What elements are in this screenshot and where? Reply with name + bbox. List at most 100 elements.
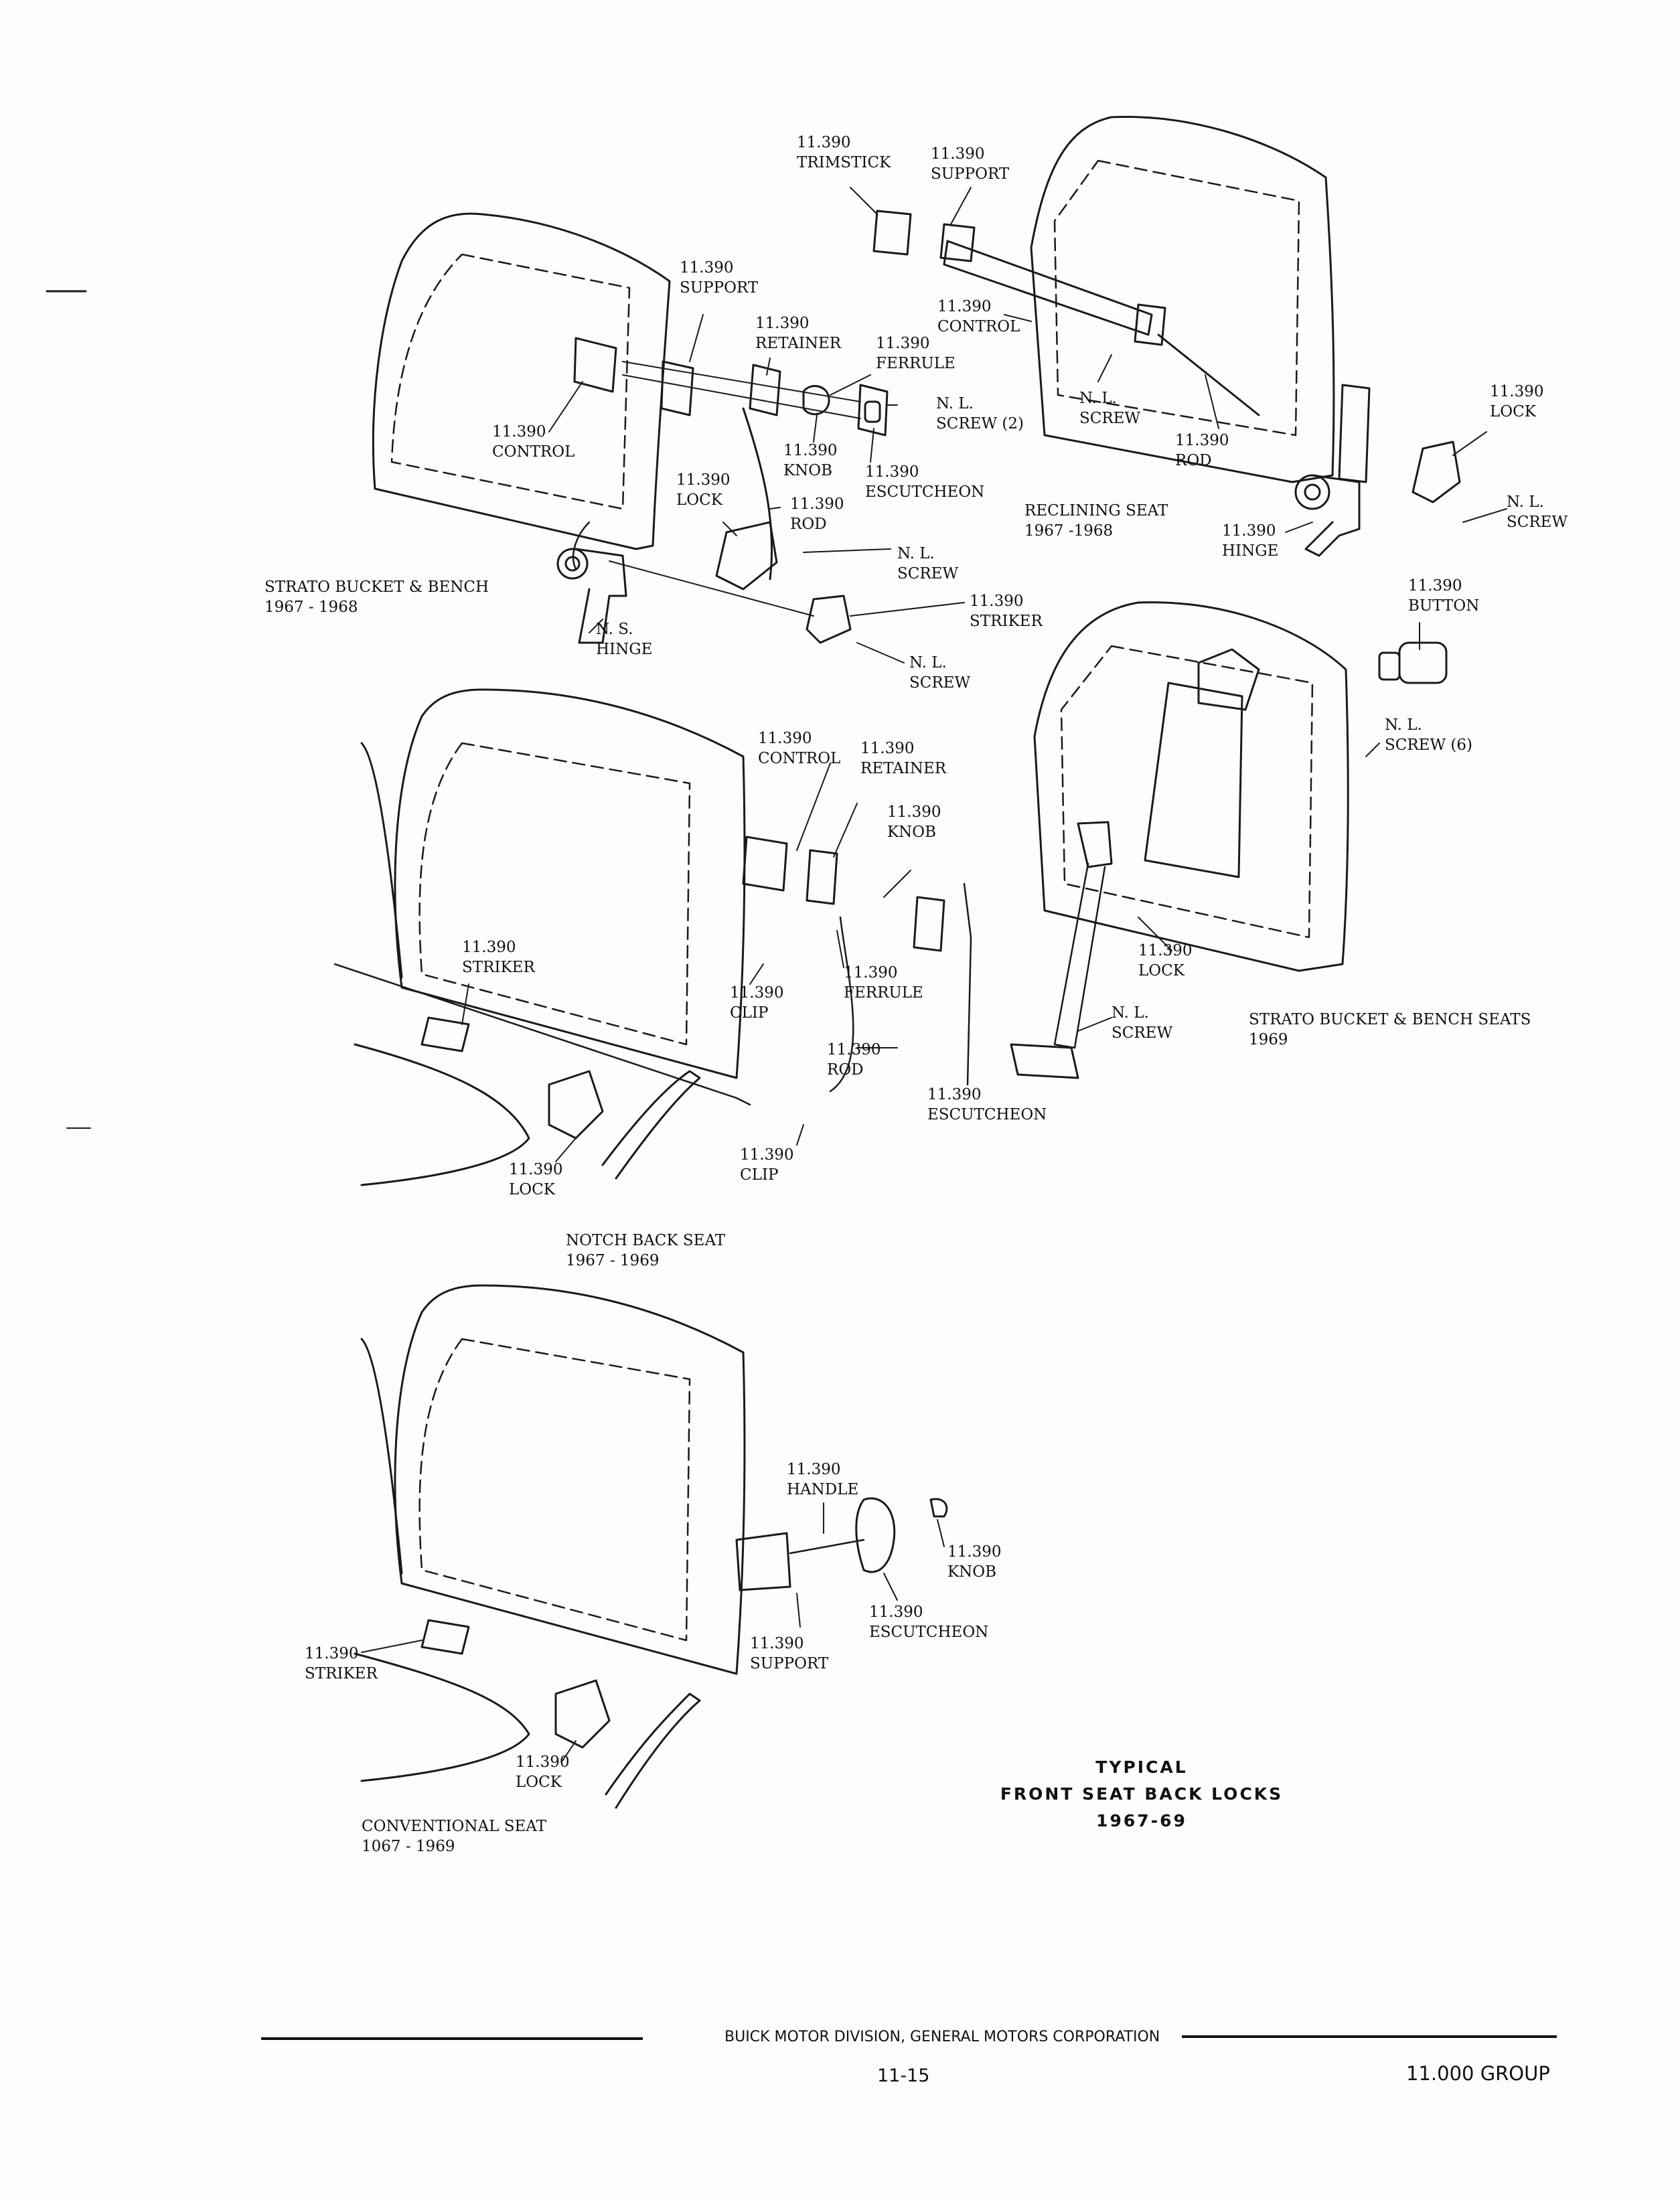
label-ns-hinge: N. S. HINGE xyxy=(596,619,652,659)
part-name: ROD xyxy=(790,516,827,533)
part-name: KNOB xyxy=(783,462,833,479)
part-number: 11.390 xyxy=(305,1645,359,1662)
part-name: FERRULE xyxy=(876,355,956,372)
reclining-seat-back xyxy=(1030,116,1335,483)
part-name: CLIP xyxy=(740,1166,779,1184)
caption-years: 1969 xyxy=(1249,1031,1288,1048)
part-name: LOCK xyxy=(676,491,722,509)
part-name: RETAINER xyxy=(755,335,842,352)
part-number: N. L. xyxy=(936,395,974,412)
caption-title: RECLINING SEAT xyxy=(1024,502,1168,520)
part-name: FERRULE xyxy=(844,984,923,1002)
part-number: 11.390 xyxy=(758,730,812,747)
part-number: 11.390 xyxy=(730,984,784,1002)
part-number: N. S. xyxy=(596,621,633,638)
footer-group: 11.000 GROUP xyxy=(1406,2062,1550,2085)
part-number: 11.390 xyxy=(1490,383,1544,400)
part-number: N. L. xyxy=(909,654,947,672)
part-name: ESCUTCHEON xyxy=(927,1106,1047,1123)
heading-line-2: FRONT SEAT BACK LOCKS xyxy=(1000,1784,1284,1804)
part-number: 11.390 xyxy=(937,298,992,315)
caption-years: 1967 -1968 xyxy=(1024,522,1114,540)
caption-reclining-seat: RECLINING SEAT 1967 -1968 xyxy=(1024,501,1168,541)
part-number: 11.390 xyxy=(1408,577,1462,595)
part-name: BUTTON xyxy=(1408,597,1480,615)
part-number: 11.390 xyxy=(947,1543,1002,1561)
part-number: N. L. xyxy=(1385,716,1422,734)
part-name: CONTROL xyxy=(937,318,1020,335)
part-number: 11.390 xyxy=(865,463,919,481)
label-nl-screw2-strato: N. L. SCREW (2) xyxy=(936,394,1024,434)
part-number: 11.390 xyxy=(680,259,734,277)
conventional-seat xyxy=(354,1284,948,1809)
part-name: KNOB xyxy=(887,823,937,841)
footer-page-number: 11-15 xyxy=(877,2065,930,2086)
part-number: 11.390 xyxy=(755,315,810,332)
part-number: 11.390 xyxy=(462,939,516,956)
heading-line-3: 1967-69 xyxy=(1096,1811,1187,1830)
part-number: 11.390 xyxy=(1138,942,1193,959)
part-number: N. L. xyxy=(1112,1004,1149,1022)
part-number: 11.390 xyxy=(492,423,546,441)
caption-strato-bucket-bench: STRATO BUCKET & BENCH 1967 - 1968 xyxy=(264,577,489,617)
reclining-mechanism xyxy=(872,210,1461,557)
part-name: CLIP xyxy=(730,1004,769,1022)
part-number: 11.390 xyxy=(931,145,985,163)
caption-title: STRATO BUCKET & BENCH xyxy=(264,578,489,596)
part-number: 11.390 xyxy=(927,1086,982,1103)
part-name: SUPPORT xyxy=(750,1655,829,1672)
part-number: 11.390 xyxy=(827,1041,881,1058)
part-name: LOCK xyxy=(509,1181,555,1198)
part-name: HINGE xyxy=(596,641,653,658)
part-name: ESCUTCHEON xyxy=(865,483,985,501)
part-name: LOCK xyxy=(1138,962,1185,979)
notch-back-seat xyxy=(333,688,972,1186)
part-number: 11.390 xyxy=(887,803,941,821)
part-name: SCREW (2) xyxy=(936,415,1024,432)
caption-years: 1067 - 1969 xyxy=(362,1838,455,1855)
part-number: 11.390 xyxy=(860,740,915,757)
footer-rule-left xyxy=(261,2037,643,2040)
part-number: 11.390 xyxy=(1175,432,1229,449)
caption-years: 1967 - 1968 xyxy=(264,599,358,616)
part-name: STRIKER xyxy=(462,959,535,976)
caption-title: STRATO BUCKET & BENCH SEATS xyxy=(1249,1011,1531,1028)
label-nl-screw6-1969: N. L. SCREW (6) xyxy=(1385,715,1472,755)
part-number: N. L. xyxy=(1079,390,1117,407)
strato-1969-seat-back xyxy=(1010,601,1448,1079)
caption-strato-1969: STRATO BUCKET & BENCH SEATS 1969 xyxy=(1249,1010,1531,1050)
part-number: 11.390 xyxy=(1222,522,1276,540)
part-name: LOCK xyxy=(1490,403,1536,420)
part-number: 11.390 xyxy=(790,495,844,513)
part-name: HINGE xyxy=(1222,542,1279,560)
part-number: N. L. xyxy=(897,545,935,562)
caption-years: 1967 - 1969 xyxy=(566,1252,660,1269)
part-name: CONTROL xyxy=(758,750,841,767)
part-name: SCREW xyxy=(909,674,971,692)
label-nl-screw-strato-a: N. L.SCREW xyxy=(897,544,958,584)
part-name: SCREW (6) xyxy=(1385,736,1472,754)
label-nl-screw-strato-b: N. L. SCREW xyxy=(909,653,970,693)
